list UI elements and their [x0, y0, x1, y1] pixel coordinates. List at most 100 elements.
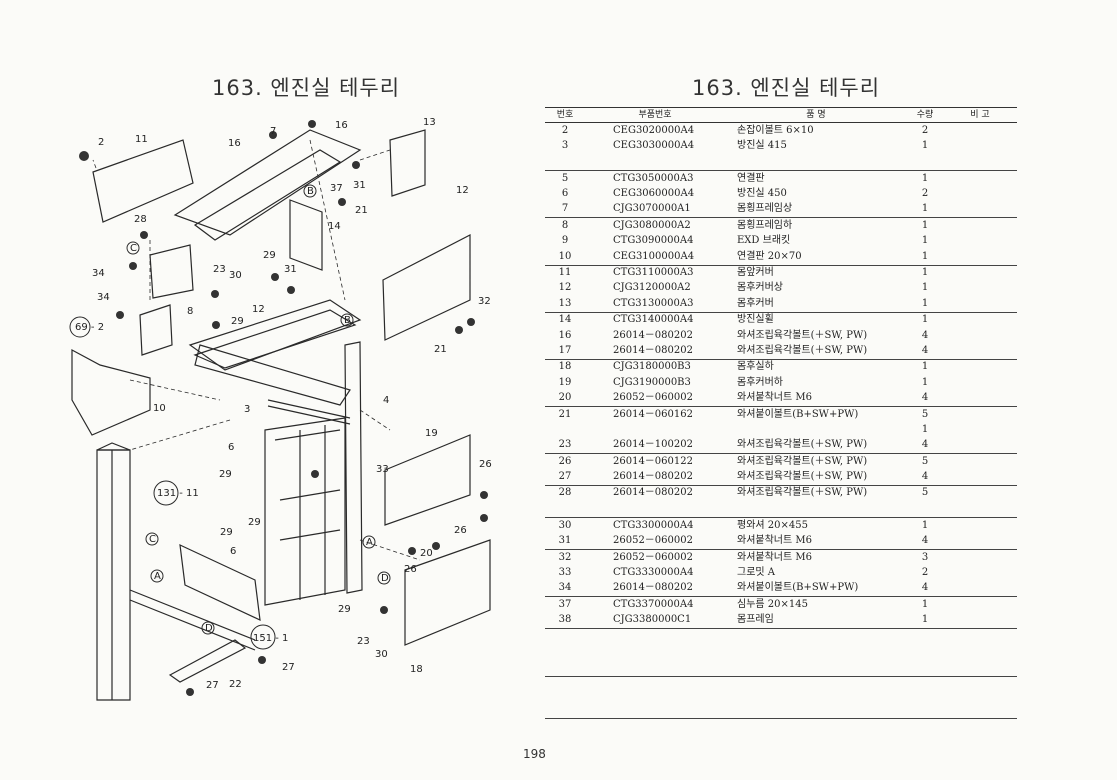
callout-31: 31 — [284, 264, 297, 275]
cell-no: 3 — [561, 140, 569, 152]
cell-no: 14 — [558, 314, 572, 326]
cell-no: 16 — [558, 329, 572, 341]
callout-29: 29 — [248, 517, 261, 528]
cell-no: 33 — [558, 567, 572, 579]
callout-29: 29 — [219, 469, 232, 480]
cell-qty: 1 — [921, 219, 929, 231]
page-number: 198 — [523, 747, 546, 761]
cell-qty: 1 — [921, 140, 929, 152]
cell-qty: 4 — [921, 329, 929, 341]
cell-note — [943, 218, 1017, 234]
cell-name: 와셔조립육각볼트(＋SW, PW) — [737, 344, 868, 356]
cell-part-number: CEG3030000A4 — [613, 140, 695, 152]
cell-note — [943, 328, 1017, 343]
callout-26: 26 — [404, 564, 417, 575]
cell-note — [943, 534, 1017, 550]
cell-no: 28 — [558, 487, 572, 499]
callout-19: 19 — [425, 428, 438, 439]
marker-A: A — [154, 571, 161, 582]
cell-note — [943, 581, 1017, 597]
callout-11: 11 — [135, 134, 148, 145]
marker-C: C — [130, 243, 137, 254]
shelf-plate — [188, 299, 362, 371]
cell-no: 26 — [558, 455, 572, 467]
cell-no: 8 — [561, 219, 569, 231]
cell-part-number: 26014－080202 — [613, 329, 693, 341]
cell-qty: 1 — [921, 519, 929, 531]
top-frame-7 — [173, 129, 362, 236]
cell-name: 와셔조립육각볼트(＋SW, PW) — [737, 329, 868, 341]
cell-part-number: 26014－080202 — [613, 487, 693, 499]
callout-23: 23 — [357, 636, 370, 647]
cell-part-number: CTG3090000A4 — [613, 235, 694, 247]
marker-D: D — [205, 623, 213, 634]
cell-note — [943, 407, 1017, 423]
cell-part-number: CTG3140000A4 — [613, 314, 694, 326]
cell-note — [943, 343, 1017, 359]
cell-part-number: 26014－100202 — [613, 439, 693, 451]
plate-14 — [289, 199, 323, 271]
cell-qty: 1 — [921, 423, 929, 435]
marker-D: D — [381, 573, 389, 584]
cell-note — [943, 123, 1017, 139]
callout-33: 33 — [376, 464, 389, 475]
cell-qty: 1 — [921, 250, 929, 262]
cell-name: 연결판 20×70 — [737, 250, 802, 262]
callout-7: 7 — [270, 126, 276, 137]
callout-31: 31 — [353, 180, 366, 191]
panel-12 — [382, 234, 471, 341]
callout-4: 4 — [383, 395, 389, 406]
callout-14: 14 — [328, 221, 341, 232]
cell-note — [943, 359, 1017, 375]
cell-no: 37 — [558, 598, 572, 610]
cell-part-number: CEG3020000A4 — [613, 124, 695, 136]
marker-B: B — [307, 186, 314, 197]
cell-no: 2 — [561, 124, 569, 136]
cell-no: 34 — [558, 582, 572, 594]
callout-13: 13 — [423, 117, 436, 128]
cell-qty: 4 — [921, 439, 929, 451]
cell-qty: 1 — [921, 267, 929, 279]
cell-part-number: CTG3130000A3 — [613, 297, 694, 309]
cell-part-number: 26014－080202 — [613, 344, 693, 356]
cell-qty: 1 — [921, 282, 929, 294]
callout-151-1: 151 - 1 — [253, 633, 288, 644]
cell-no: 30 — [558, 519, 572, 531]
cell-name: 와셔붙착너트 M6 — [737, 551, 812, 563]
cell-no: 13 — [558, 297, 572, 309]
callout-27: 27 — [282, 662, 295, 673]
cell-name: 와셔붙이볼트(B+SW+PW) — [737, 408, 859, 420]
bracket-23 — [149, 244, 194, 299]
cell-name: 몸후커버하 — [737, 376, 783, 388]
cell-name: 몸후커버 — [737, 297, 774, 309]
callout-29: 29 — [220, 527, 233, 538]
cell-name: 평와셔 20×455 — [737, 519, 808, 531]
part-69-2 — [71, 348, 151, 436]
callout-6: 6 — [230, 546, 236, 557]
callout-2: 2 — [98, 137, 104, 148]
cell-qty: 1 — [921, 614, 929, 626]
callout-30: 30 — [229, 270, 242, 281]
header-part-number: 부품번호 — [638, 110, 672, 120]
cell-part-number: 26014－060162 — [613, 408, 693, 420]
cell-no: 31 — [558, 535, 572, 547]
cell-no: 11 — [558, 267, 572, 279]
cage-frame — [264, 417, 346, 606]
cell-part-number: CTG3330000A4 — [613, 567, 694, 579]
panel-11 — [92, 139, 194, 223]
cell-note — [943, 470, 1017, 486]
cell-qty: 1 — [921, 235, 929, 247]
cell-name: 연결판 — [737, 172, 765, 184]
